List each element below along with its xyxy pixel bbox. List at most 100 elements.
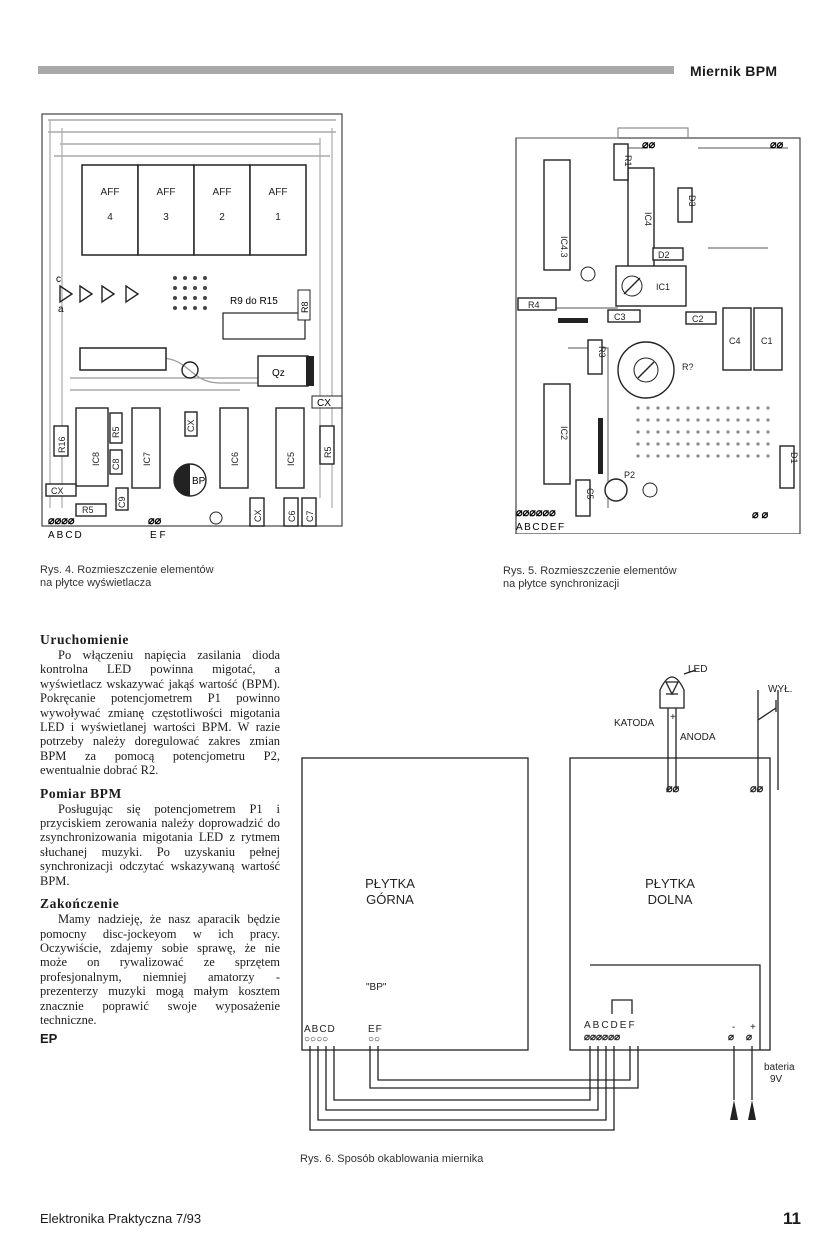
header-rule	[38, 66, 674, 74]
resistor-array	[222, 312, 306, 340]
d3-label: D3	[687, 195, 697, 207]
display-3	[137, 164, 195, 256]
page-number: 11	[783, 1209, 801, 1228]
ic5-label: IC5	[286, 452, 296, 466]
c8-label: C8	[111, 458, 121, 470]
ic6	[219, 407, 249, 489]
potentiometer-p2	[604, 478, 628, 502]
ic-row-chip	[79, 347, 167, 371]
board-bottom-label-line1: PŁYTKA	[645, 876, 695, 891]
r2-label: R?	[682, 362, 694, 372]
pin-labels-right: E F	[150, 530, 166, 541]
figure-4-caption: Rys. 4. Rozmieszczenie elementów na płyt…	[40, 564, 214, 589]
c2-label: C2	[692, 314, 704, 324]
ic43-label: IC4.3	[559, 236, 569, 258]
r16-label: R16	[57, 436, 67, 453]
ic7-label: IC7	[142, 452, 152, 466]
author-signature: EP	[40, 1031, 58, 1047]
display-2	[193, 164, 251, 256]
pins-top-right-label: EF	[368, 1024, 383, 1035]
running-header-title: Miernik BPM	[690, 63, 778, 79]
figure-6-caption: Rys. 6. Sposób okablowania miernika	[300, 1153, 484, 1165]
led-label-c: c	[56, 274, 61, 285]
ic8	[75, 407, 109, 487]
svg-text:+: +	[670, 712, 676, 723]
d1	[779, 445, 795, 489]
svg-text:⌀⌀: ⌀⌀	[666, 783, 680, 795]
board-outline	[41, 113, 343, 527]
ic8-label: IC8	[91, 452, 101, 466]
ic7	[131, 407, 161, 489]
c7-label: C7	[305, 510, 315, 522]
display-4	[81, 164, 139, 256]
c4	[722, 307, 752, 371]
figure-5-caption: Rys. 5. Rozmieszczenie elementów na płyt…	[503, 565, 677, 590]
ic2-label: IC2	[559, 426, 569, 440]
switch-wyl	[757, 690, 779, 790]
wyl-label: WYŁ.	[768, 684, 792, 695]
display-4-label: AFF	[101, 187, 120, 198]
svg-text:⌀⌀⌀⌀⌀⌀: ⌀⌀⌀⌀⌀⌀	[584, 1032, 620, 1043]
c3-label: C3	[614, 312, 626, 322]
led-label: LED	[688, 664, 707, 675]
cx-label-mid: CX	[186, 419, 196, 432]
display-4-number: 4	[107, 212, 113, 223]
cx-label-left: CX	[51, 486, 64, 496]
led-symbol	[59, 284, 140, 304]
board-top-label-line2: GÓRNA	[366, 892, 414, 907]
article-column: Uruchomienie Po włączeniu napięcia zasil…	[40, 632, 280, 1046]
r5-label-left: R5	[111, 426, 121, 438]
pin-pads: ⌀⌀⌀⌀⌀⌀	[516, 507, 556, 519]
c1-label: C1	[761, 336, 773, 346]
pins-top-left-label: ABCD	[304, 1024, 336, 1035]
c5	[575, 479, 591, 517]
battery-label-line2: 9V	[770, 1074, 783, 1085]
c2	[685, 311, 717, 325]
bp-label: BP	[192, 476, 206, 487]
section-heading: Pomiar BPM	[40, 785, 122, 801]
katoda-label: KATODA	[614, 718, 655, 729]
display-2-number: 2	[219, 212, 225, 223]
cx-label-bottom: CX	[253, 509, 263, 522]
r4-label: R4	[528, 300, 540, 310]
bp-label: "BP"	[366, 982, 387, 993]
d3	[677, 187, 693, 223]
c4-label: C4	[729, 336, 741, 346]
svg-text:○○: ○○	[368, 1034, 380, 1045]
ic4	[627, 167, 655, 269]
pin-labels: ABCDEF	[516, 522, 566, 533]
section-paragraph: Posługując się potencjometrem P1 i przyc…	[40, 801, 280, 888]
c3	[607, 309, 641, 323]
d2-label: D2	[658, 250, 670, 260]
resistor-array-label: R9 do R15	[230, 296, 278, 307]
battery-label-line1: bateria	[764, 1062, 795, 1073]
ic4-3	[543, 159, 571, 271]
ic4-label: IC4	[643, 212, 653, 226]
svg-text:⌀: ⌀	[728, 1032, 734, 1043]
r8-label: R8	[300, 301, 310, 313]
figure-5-pcb-sync: IC4.3 IC4 R1 D3 D2 IC1 R4 C3 C2 C4 C1 R3…	[515, 127, 801, 534]
r5-label-bottom: R5	[82, 505, 94, 515]
figure-4-pcb-display: AFF AFF AFF AFF 4 3 2 1 c a R9 do R15 R8…	[41, 113, 343, 541]
ic2	[543, 383, 571, 485]
board-bottom	[569, 757, 771, 1051]
minus-label: -	[732, 1022, 735, 1033]
qz-label: Qz	[272, 368, 285, 379]
section-heading: Zakończenie	[40, 896, 120, 912]
section-zakonczenie: Zakończenie Mamy nadzieję, że nasz apara…	[40, 896, 280, 1027]
footer-journal: Elektronika Praktyczna 7/93	[40, 1211, 202, 1226]
svg-text:⌀⌀: ⌀⌀	[750, 783, 764, 795]
svg-text:○○○○: ○○○○	[304, 1034, 328, 1045]
board-bottom-label-line2: DOLNA	[648, 892, 693, 907]
display-1-label: AFF	[269, 187, 288, 198]
board-outline	[515, 137, 801, 534]
led-symbol	[659, 676, 685, 709]
d2	[652, 247, 684, 261]
r1-label: R1	[623, 155, 633, 167]
c6-label: C6	[287, 510, 297, 522]
r1	[613, 143, 629, 181]
svg-text:⌀: ⌀	[746, 1032, 752, 1043]
pin-pads-right: ⌀⌀	[148, 515, 162, 527]
pins-bottom-label: ABCDEF	[584, 1020, 637, 1031]
led-label-a: a	[58, 304, 64, 315]
